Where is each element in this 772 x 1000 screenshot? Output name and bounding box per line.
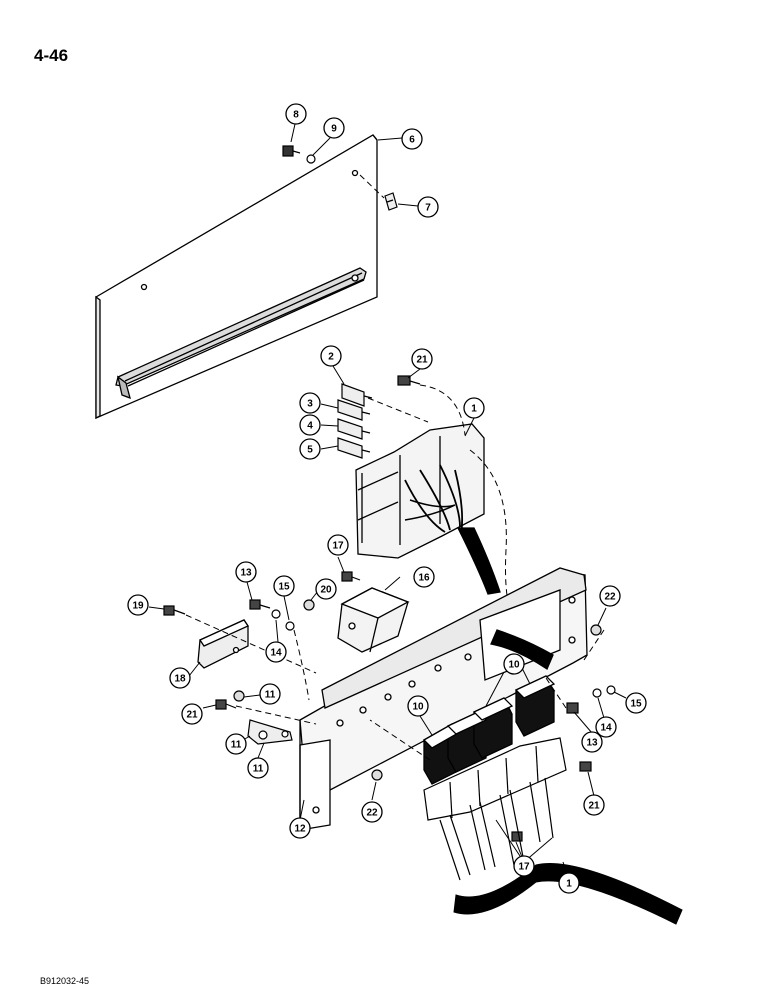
page-number: 4-46 (34, 46, 69, 65)
relay-group (422, 675, 556, 785)
spacer-block (197, 619, 249, 669)
callout-17-bottom: 17 (513, 855, 535, 877)
svg-text:15: 15 (278, 582, 290, 593)
relay-sockets (423, 737, 567, 821)
svg-text:13: 13 (586, 738, 598, 749)
svg-text:17: 17 (518, 862, 530, 873)
svg-text:17: 17 (332, 541, 344, 552)
fuse-parts (337, 375, 421, 459)
callout-20: 20 (315, 578, 337, 600)
callout-17-top: 17 (327, 534, 349, 556)
svg-text:1: 1 (566, 879, 572, 890)
callout-12: 12 (289, 817, 311, 839)
small-hardware (163, 571, 616, 842)
svg-text:16: 16 (418, 573, 430, 584)
callout-15-right: 15 (625, 692, 647, 714)
svg-text:22: 22 (604, 592, 616, 603)
callout-19: 19 (127, 594, 149, 616)
callout-10-left: 10 (407, 695, 429, 717)
callout-4: 4 (299, 414, 321, 436)
callout-10-right: 10 (503, 653, 525, 675)
figure-code: B912032-45 (40, 976, 90, 986)
svg-text:11: 11 (253, 764, 264, 775)
svg-text:11: 11 (231, 740, 242, 751)
svg-text:7: 7 (425, 203, 431, 214)
svg-text:14: 14 (270, 648, 282, 659)
svg-text:6: 6 (409, 135, 415, 146)
svg-text:22: 22 (366, 808, 378, 819)
svg-text:10: 10 (412, 702, 424, 713)
svg-text:21: 21 (416, 355, 428, 366)
callout-22-top: 22 (599, 585, 621, 607)
svg-text:13: 13 (240, 568, 252, 579)
callout-14-left: 14 (265, 641, 287, 663)
svg-text:20: 20 (320, 585, 332, 596)
svg-text:11: 11 (265, 690, 276, 701)
callout-16: 16 (413, 566, 435, 588)
mounting-bracket (299, 567, 588, 831)
svg-text:15: 15 (630, 699, 642, 710)
svg-text:8: 8 (293, 110, 299, 121)
svg-text:5: 5 (307, 445, 313, 456)
svg-text:21: 21 (588, 801, 600, 812)
callout-21-right: 21 (583, 794, 605, 816)
callout-1-top: 1 (463, 397, 485, 419)
callout-18: 18 (169, 667, 191, 689)
panel-fastener-parts (282, 145, 398, 211)
svg-text:12: 12 (294, 824, 306, 835)
callout-21-left: 21 (181, 703, 203, 725)
callout-9: 9 (323, 117, 345, 139)
svg-text:9: 9 (331, 124, 337, 135)
callout-6: 6 (401, 128, 423, 150)
callout-2: 2 (320, 345, 342, 367)
callout-1-bottom: 1 (558, 872, 580, 894)
fuse-holder-assembly (355, 423, 501, 595)
callouts: 1 1 2 3 4 5 6 7 8 9 10 10 11 11 11 12 13… (127, 103, 647, 894)
cover-panel (95, 134, 378, 420)
svg-text:10: 10 (508, 660, 520, 671)
callout-3: 3 (299, 392, 321, 414)
svg-text:3: 3 (307, 399, 313, 410)
callout-13-right: 13 (581, 731, 603, 753)
leader-lines-bottom (148, 556, 627, 881)
svg-text:14: 14 (600, 723, 612, 734)
callout-11-bottom: 11 (247, 757, 269, 779)
callout-13-left: 13 (235, 561, 257, 583)
svg-text:19: 19 (132, 601, 144, 612)
svg-text:4: 4 (307, 421, 313, 432)
callout-15-left: 15 (273, 575, 295, 597)
leader-lines-top (290, 123, 419, 207)
svg-text:18: 18 (174, 674, 186, 685)
leader-lines-fuse (320, 365, 511, 611)
svg-text:1: 1 (471, 404, 477, 415)
callout-14-right: 14 (595, 716, 617, 738)
callout-7: 7 (417, 196, 439, 218)
callout-22-bottom: 22 (361, 801, 383, 823)
callout-11-top: 11 (259, 683, 281, 705)
callout-11-left: 11 (225, 733, 247, 755)
svg-text:2: 2 (328, 352, 334, 363)
callout-8: 8 (285, 103, 307, 125)
callout-5: 5 (299, 438, 321, 460)
flasher-relay (337, 587, 410, 653)
svg-text:21: 21 (186, 710, 198, 721)
callout-21-top: 21 (411, 348, 433, 370)
